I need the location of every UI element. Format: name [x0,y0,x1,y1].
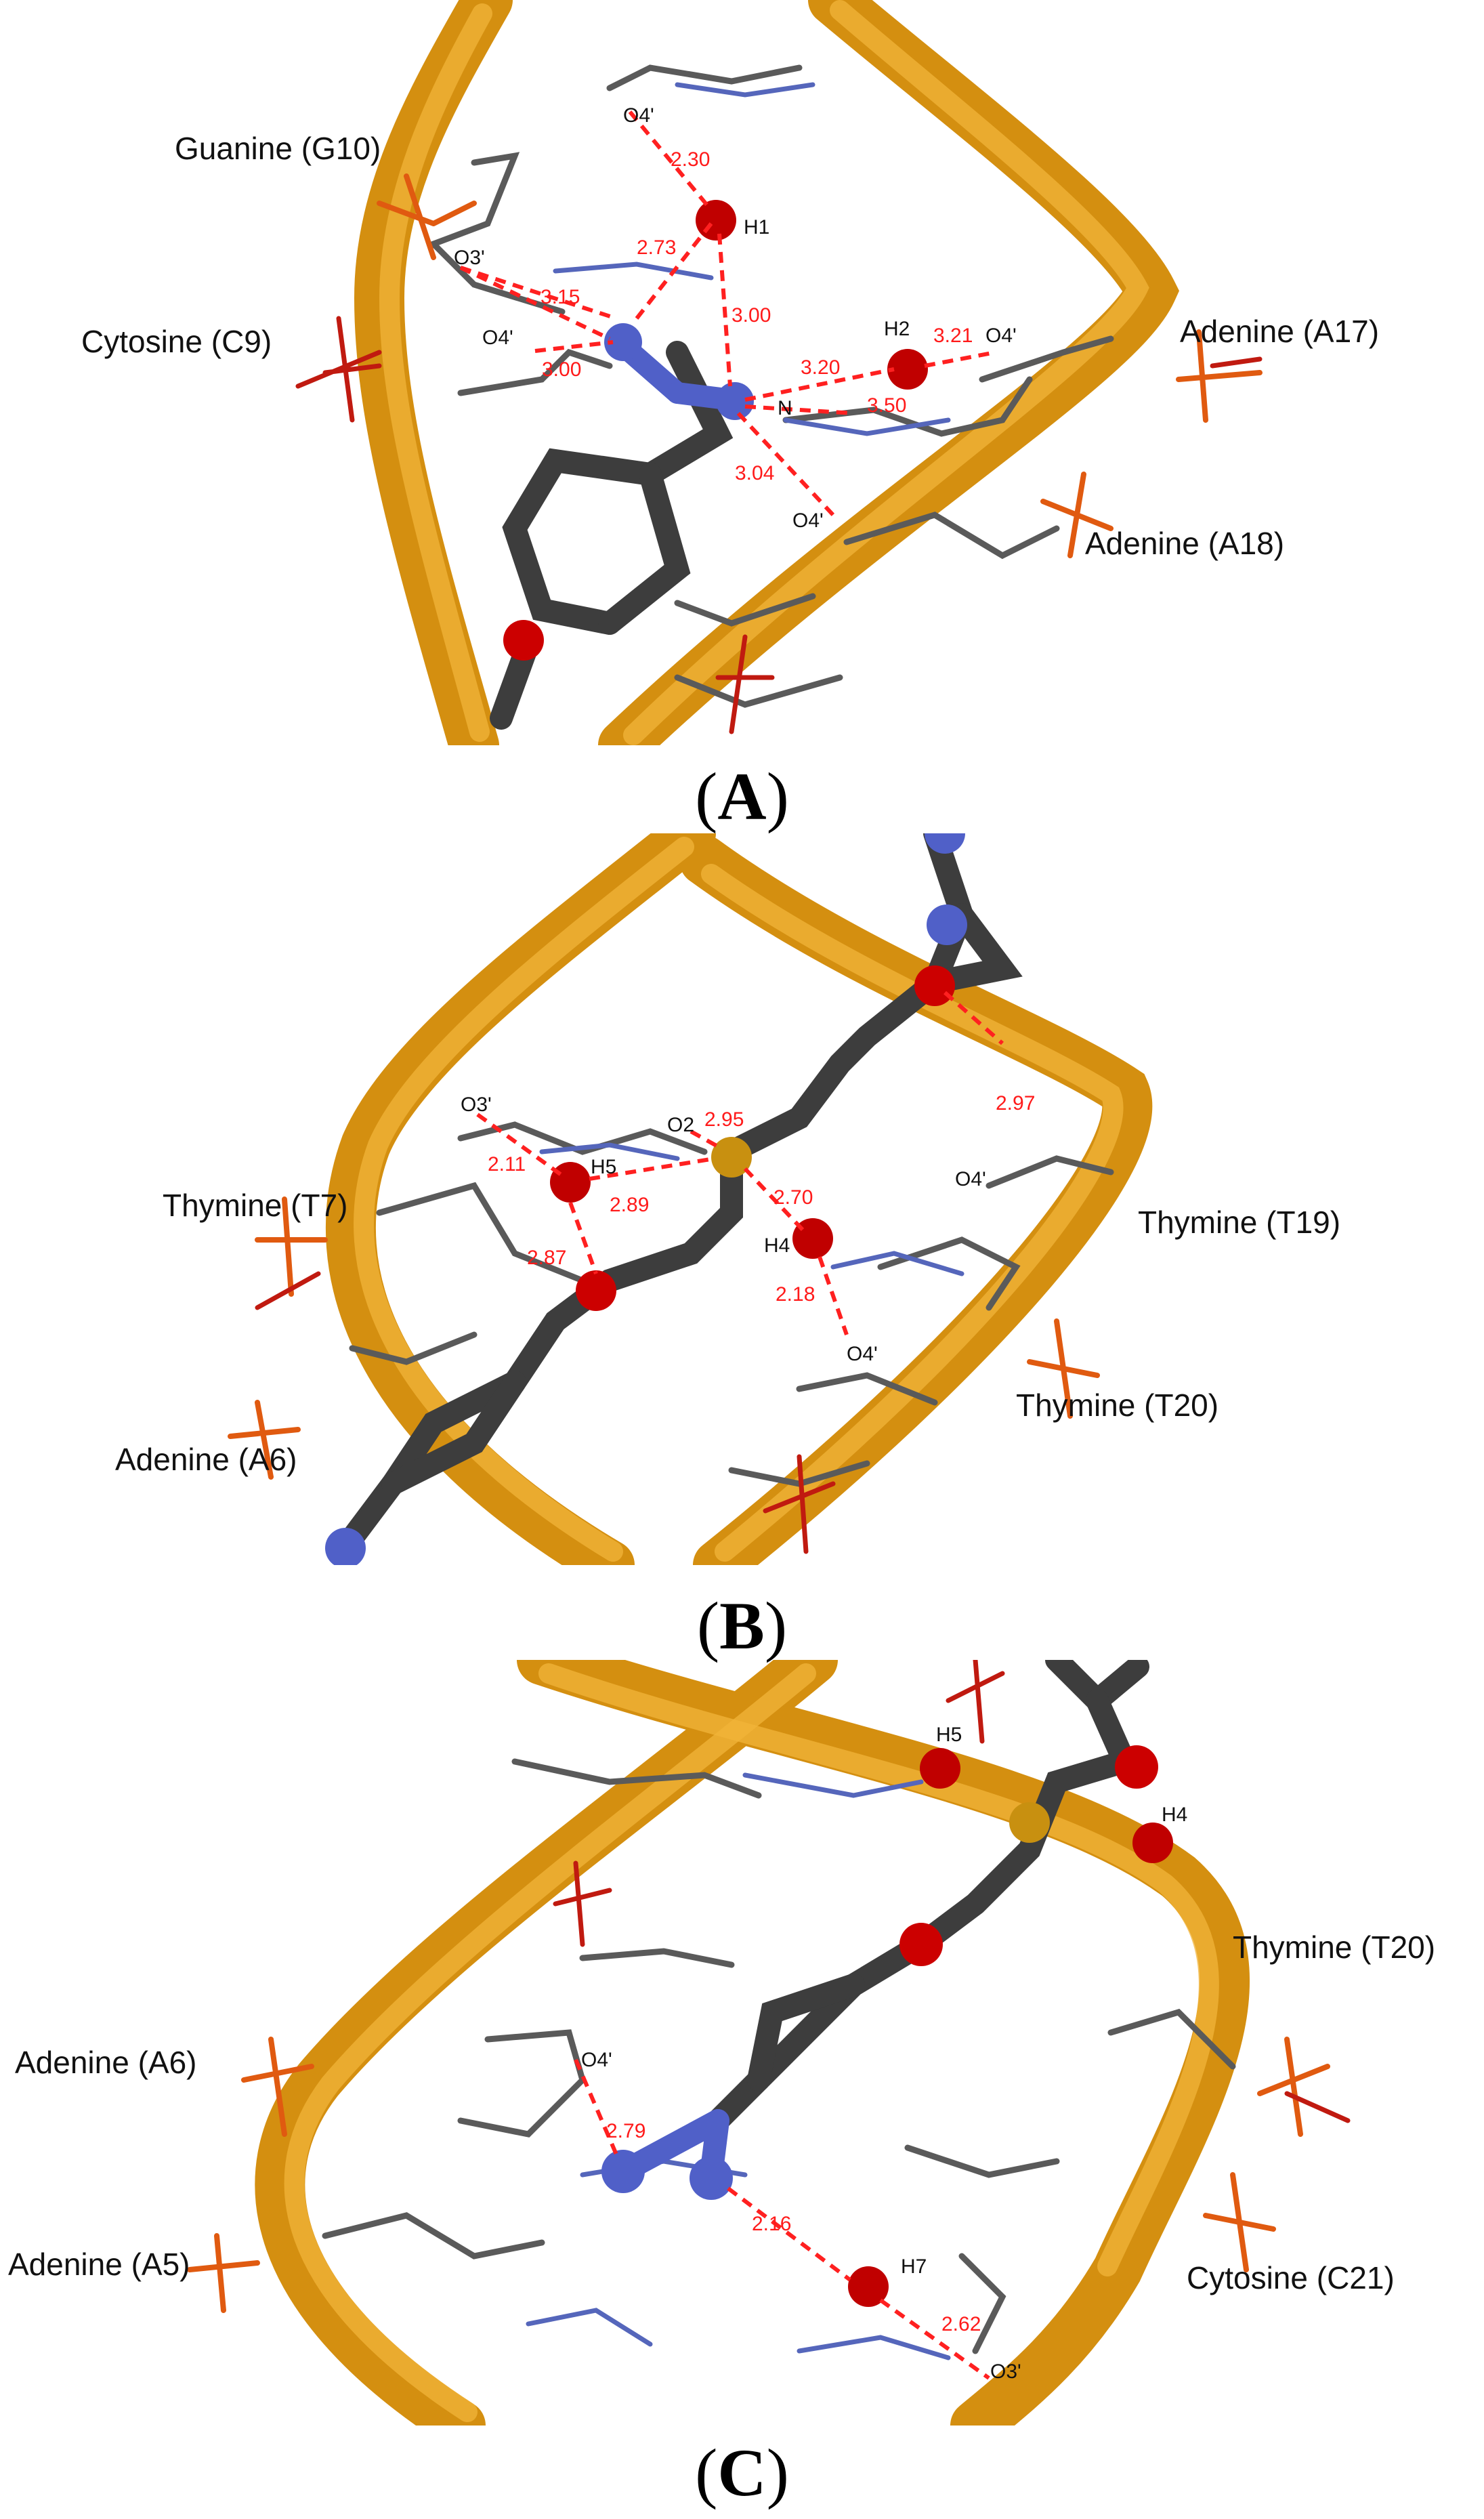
atom-label-o4-bottom: O4' [847,1343,878,1365]
atom-label-o4-left: O4' [482,327,513,349]
nitrogen-atom-2 [716,382,754,420]
residue-label-t20: Thymine (T20) [1233,1930,1435,1965]
phosphate-groups [187,1660,1351,2313]
panel-c-structure: Thymine (T20) Adenine (A6) Adenine (A5) … [8,1660,1435,2426]
residue-label-c21: Cytosine (C21) [1187,2260,1395,2295]
atom-label-h1: H1 [744,216,769,238]
distance-label: 3.15 [540,286,580,308]
panel-b-structure: Thymine (T7) Thymine (T19) Thymine (T20)… [115,833,1340,1565]
distance-label: 2.87 [527,1247,566,1269]
sulfur-atom [711,1137,752,1178]
distance-label: 2.16 [752,2213,791,2235]
ligand [490,323,754,730]
water-h5 [920,1748,960,1789]
panel-c: Thymine (T20) Adenine (A6) Adenine (A5) … [0,1660,1484,2426]
atom-label-h5: H5 [591,1156,616,1178]
distance-label: 3.20 [801,356,840,379]
distance-label: 3.00 [542,358,581,381]
distance-label: 2.73 [637,236,676,259]
distance-label: 2.70 [773,1186,813,1209]
residue-label-t20: Thymine (T20) [1016,1388,1218,1423]
atom-label-o4-right: O4' [985,325,1017,347]
atom-label-o4-bottom: O4' [792,509,824,532]
atom-label-o3: O3' [461,1094,492,1116]
atom-label-n: N [778,397,792,419]
distance-label: 2.62 [941,2313,981,2335]
distance-label: 2.30 [671,148,710,171]
residue-label-t19: Thymine (T19) [1138,1205,1340,1240]
nitrogen-atom [325,1528,366,1565]
caption-b: (B) [696,1588,788,1663]
distance-label: 2.89 [610,1194,649,1216]
atom-label-h2: H2 [884,318,910,340]
oxygen-atom [503,620,544,661]
ligand [601,1660,1158,2200]
residue-label-a6: Adenine (A6) [115,1442,297,1477]
residue-label-a5: Adenine (A5) [8,2247,190,2282]
oxygen-atom [1115,1745,1158,1789]
atom-label-h7: H7 [901,2255,927,2278]
caption-c: (C) [695,2435,789,2510]
distance-label: 2.11 [488,1153,526,1175]
residue-label-t7: Thymine (T7) [163,1188,347,1223]
panel-a: Guanine (G10) Cytosine (C9) Adenine (A17… [0,0,1484,745]
hydrogen-bonds [476,991,1004,1335]
distance-label: 2.18 [776,1283,815,1306]
distance-label: 2.95 [704,1108,744,1131]
nitrogen-atom [601,2150,645,2193]
atom-label-o4-top: O4' [623,104,654,127]
oxygen-atom [576,1270,616,1311]
atom-label-h5: H5 [936,1724,962,1746]
distance-label: 3.00 [732,304,771,327]
dna-backbone-ribbon [325,833,1153,1565]
distance-label: 3.50 [867,394,906,417]
panel-a-structure: Guanine (G10) Cytosine (C9) Adenine (A17… [81,0,1379,745]
distance-label: 2.79 [606,2120,645,2142]
distance-label: 3.04 [735,462,774,484]
atom-label-h4: H4 [764,1234,790,1257]
residue-label-g10: Guanine (G10) [175,131,381,166]
atom-label-o2: O2 [667,1114,694,1136]
residue-label-a6: Adenine (A6) [15,2045,197,2080]
atom-label-h4: H4 [1162,1804,1187,1826]
atom-label-o4-right: O4' [955,1168,986,1190]
dna-backbone-ribbon [354,0,1180,745]
nitrogen-atom-1 [604,323,642,361]
water-h4 [1132,1823,1173,1863]
distance-label: 2.97 [996,1092,1035,1115]
hydrogen-bonds [574,2058,990,2380]
water-h2 [887,349,928,390]
nitrogen-atom [690,2157,733,2200]
nitrogen-atom [927,904,967,945]
hydrogen-bonds [459,110,996,517]
residue-label-c9: Cytosine (C9) [81,324,272,359]
oxygen-atom [914,965,955,1006]
water-h1 [696,200,736,241]
phosphate-groups [295,173,1263,734]
sulfur-atom [1009,1802,1050,1843]
atom-label-o4: O4' [581,2049,612,2071]
phosphate-groups [228,1196,1100,1554]
oxygen-atom [899,1923,943,1966]
atom-label-o3: O3' [454,247,485,269]
panel-b: Thymine (T7) Thymine (T19) Thymine (T20)… [0,833,1484,1565]
water-h5 [550,1162,591,1203]
residue-label-a18: Adenine (A18) [1085,526,1284,561]
dna-backbone-ribbon [255,1660,1250,2426]
residue-label-a17: Adenine (A17) [1180,314,1379,349]
nitrogen-atom [925,833,965,854]
ligand [325,833,1023,1565]
water-h7 [848,2266,889,2307]
caption-a: (A) [695,759,789,834]
atom-label-o3: O3' [990,2360,1021,2383]
distance-label: 3.21 [933,325,973,347]
